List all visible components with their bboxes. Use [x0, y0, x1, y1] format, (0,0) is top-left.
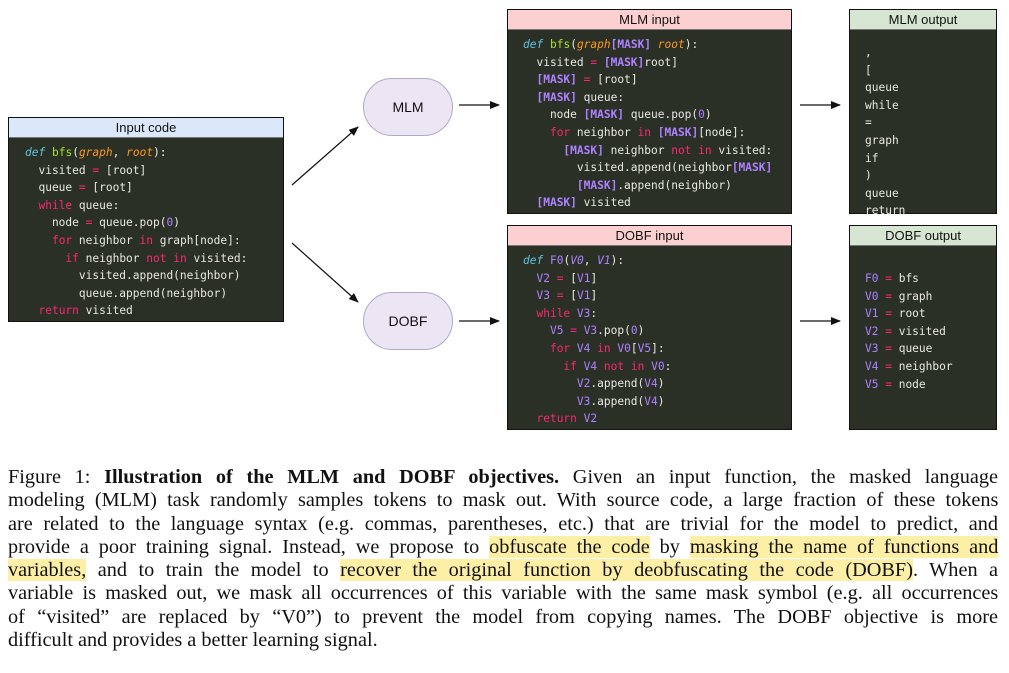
code-line: for neighbor in graph[node]:: [51, 233, 241, 247]
code-line: queue = [root]: [25, 181, 133, 195]
name-mapping: F0 = bfs: [865, 272, 919, 285]
code-line: V2.append(V4): [576, 377, 665, 391]
predicted-token: ): [865, 169, 872, 183]
code-line: visited.append(neighbor[MASK]: [523, 161, 773, 175]
mlm-input-panel: MLM input def bfs(graph[MASK] root): vis…: [507, 9, 792, 214]
predicted-token: return: [865, 204, 906, 218]
mlm-output-title: MLM output: [850, 10, 996, 30]
predicted-token: queue: [865, 186, 899, 200]
code-line: return V2: [536, 412, 598, 426]
code-line: if neighbor not in visited:: [65, 251, 248, 265]
dobf-output-title: DOBF output: [850, 226, 996, 246]
input-code-panel: Input code def bfs(graph, root): visited…: [8, 117, 284, 322]
code-line: for neighbor in [MASK][node]:: [549, 125, 746, 139]
code-line: node [MASK] queue.pop(0): [523, 108, 712, 122]
caption-line: Figure 1: Illustration of the MLM and DO…: [8, 466, 998, 488]
predicted-token: queue: [865, 81, 899, 95]
code-line: visited = [MASK]root]: [523, 55, 678, 69]
dobf-objective-node: DOBF: [363, 292, 453, 350]
predicted-token: graph: [865, 133, 899, 147]
flow-arrows: [291, 101, 841, 325]
name-mapping: V4 = neighbor: [865, 359, 953, 373]
dobf-input-panel: DOBF input def F0(V0, V1): V2 = [V1] V3 …: [507, 225, 792, 430]
predicted-token: [: [865, 63, 872, 77]
code-line: def F0(V0, V1):: [523, 254, 625, 267]
code-line: return visited: [38, 304, 133, 318]
predicted-token: ,: [865, 46, 872, 59]
caption-line: variable is masked out, we mask all occu…: [8, 582, 999, 605]
caption-line: modeling (MLM) task randomly samples tok…: [8, 489, 999, 512]
name-mapping: V5 = node: [865, 377, 926, 391]
code-line: V5 = V3.pop(0): [549, 324, 645, 338]
dobf-input-body: def F0(V0, V1): V2 = [V1] V3 = [V1] whil…: [508, 246, 791, 428]
code-line: V3 = [V1]: [536, 289, 598, 303]
caption-line: are related to the language syntax (e.g.…: [8, 512, 998, 535]
code-line: [MASK] queue:: [536, 90, 625, 104]
input-code-body: def bfs(graph, root): visited = [root] q…: [9, 138, 283, 320]
caption-line: variables, and to train the model to rec…: [8, 559, 999, 582]
predicted-token: =: [865, 116, 872, 130]
figure-caption: Figure 1: Illustration of the MLM and DO…: [8, 466, 998, 652]
caption-line: of “visited” are replaced by “V0”) to pr…: [8, 605, 998, 628]
code-line: [MASK] = [root]: [536, 73, 638, 87]
mlm-output-body: , [ queue while = graph if) queue return: [850, 30, 996, 220]
code-line: def bfs(graph[MASK] root):: [523, 38, 699, 51]
code-line: while V3:: [536, 306, 598, 320]
mlm-input-body: def bfs(graph[MASK] root): visited = [MA…: [508, 30, 791, 212]
code-line: [MASK] neighbor not in visited:: [563, 143, 773, 157]
code-line: visited = [root]: [25, 163, 147, 177]
name-mapping: V1 = root: [865, 307, 926, 321]
arrow-input-to-mlm: [291, 126, 359, 186]
caption-line: difficult and provides a better learning…: [8, 629, 378, 652]
dobf-input-title: DOBF input: [508, 226, 791, 246]
mlm-output-panel: MLM output , [ queue while = graph if) queue ret…: [849, 9, 997, 217]
input-code-title: Input code: [9, 118, 283, 138]
code-line: if V4 not in V0:: [563, 359, 672, 373]
code-line: [MASK] visited: [536, 196, 631, 210]
mlm-objective-node: MLM: [363, 78, 453, 136]
code-line: node = queue.pop(0): [25, 216, 180, 230]
caption-line: provide a poor training signal. Instead,…: [8, 535, 999, 558]
code-line: V2 = [V1]: [536, 271, 598, 285]
code-line: def bfs(graph, root):: [25, 146, 167, 159]
arrow-input-to-dobf: [291, 242, 359, 303]
code-line: visited.append(neighbor): [25, 269, 241, 283]
predicted-token: while: [865, 98, 899, 112]
name-mapping: V0 = graph: [865, 289, 933, 303]
code-line: queue.append(neighbor): [25, 286, 228, 300]
code-line: [MASK].append(neighbor): [576, 178, 732, 192]
name-mapping: V2 = visited: [865, 324, 946, 338]
mlm-input-title: MLM input: [508, 10, 791, 30]
name-mapping: V3 = queue: [865, 342, 933, 356]
code-line: for V4 in V0[V5]:: [549, 341, 665, 355]
code-line: while queue:: [38, 198, 120, 212]
code-line: V3.append(V4): [576, 394, 665, 408]
predicted-token: if: [865, 151, 879, 165]
